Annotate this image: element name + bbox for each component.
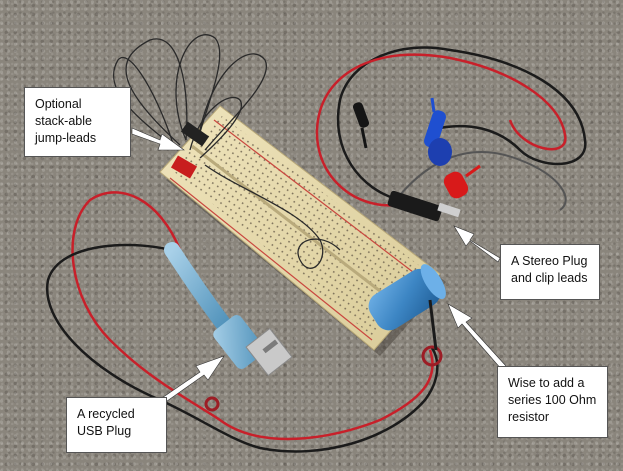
red-component	[170, 155, 198, 179]
rail-red-line	[213, 119, 427, 283]
usb-plug-cable	[164, 242, 236, 338]
callout-jump-leads: Optional stack-able jump-leads	[24, 87, 131, 157]
blue-clip	[424, 97, 452, 166]
stereo-grey-wire	[399, 151, 567, 211]
callout-usb-plug: A recycled USB Plug	[66, 397, 167, 453]
usb-plug-metal-slot	[262, 339, 279, 354]
stereo-plug-body	[387, 190, 443, 222]
stereo-plug-tip	[437, 202, 461, 218]
usb-plug	[213, 315, 265, 369]
usb-plug-metal	[245, 327, 293, 377]
black-clip	[352, 102, 370, 149]
center-channel	[191, 144, 403, 310]
black-chip	[180, 121, 210, 147]
callout-resistor: Wise to add a series 100 Ohm resistor	[497, 366, 608, 438]
arrow-jump-leads	[131, 127, 185, 151]
callout-stereo-plug: A Stereo Plug and clip leads	[500, 244, 600, 300]
stereo-red-wire	[315, 53, 567, 207]
battery-black-lead	[428, 299, 438, 351]
usb-red-wire	[71, 191, 434, 441]
stereo-black-wire	[336, 46, 587, 202]
usb-black-wire	[45, 243, 439, 453]
arrow-stereo-plug	[453, 225, 501, 263]
battery-cell	[368, 264, 446, 331]
wire-knot	[421, 345, 443, 367]
wire-knot-small	[204, 396, 220, 412]
red-clip	[443, 164, 481, 199]
arrow-usb-plug	[155, 355, 225, 407]
arrow-resistor	[447, 303, 507, 371]
breadboard-holes	[172, 116, 428, 336]
rail-blue-line	[169, 177, 373, 341]
jump-leads	[112, 34, 341, 269]
